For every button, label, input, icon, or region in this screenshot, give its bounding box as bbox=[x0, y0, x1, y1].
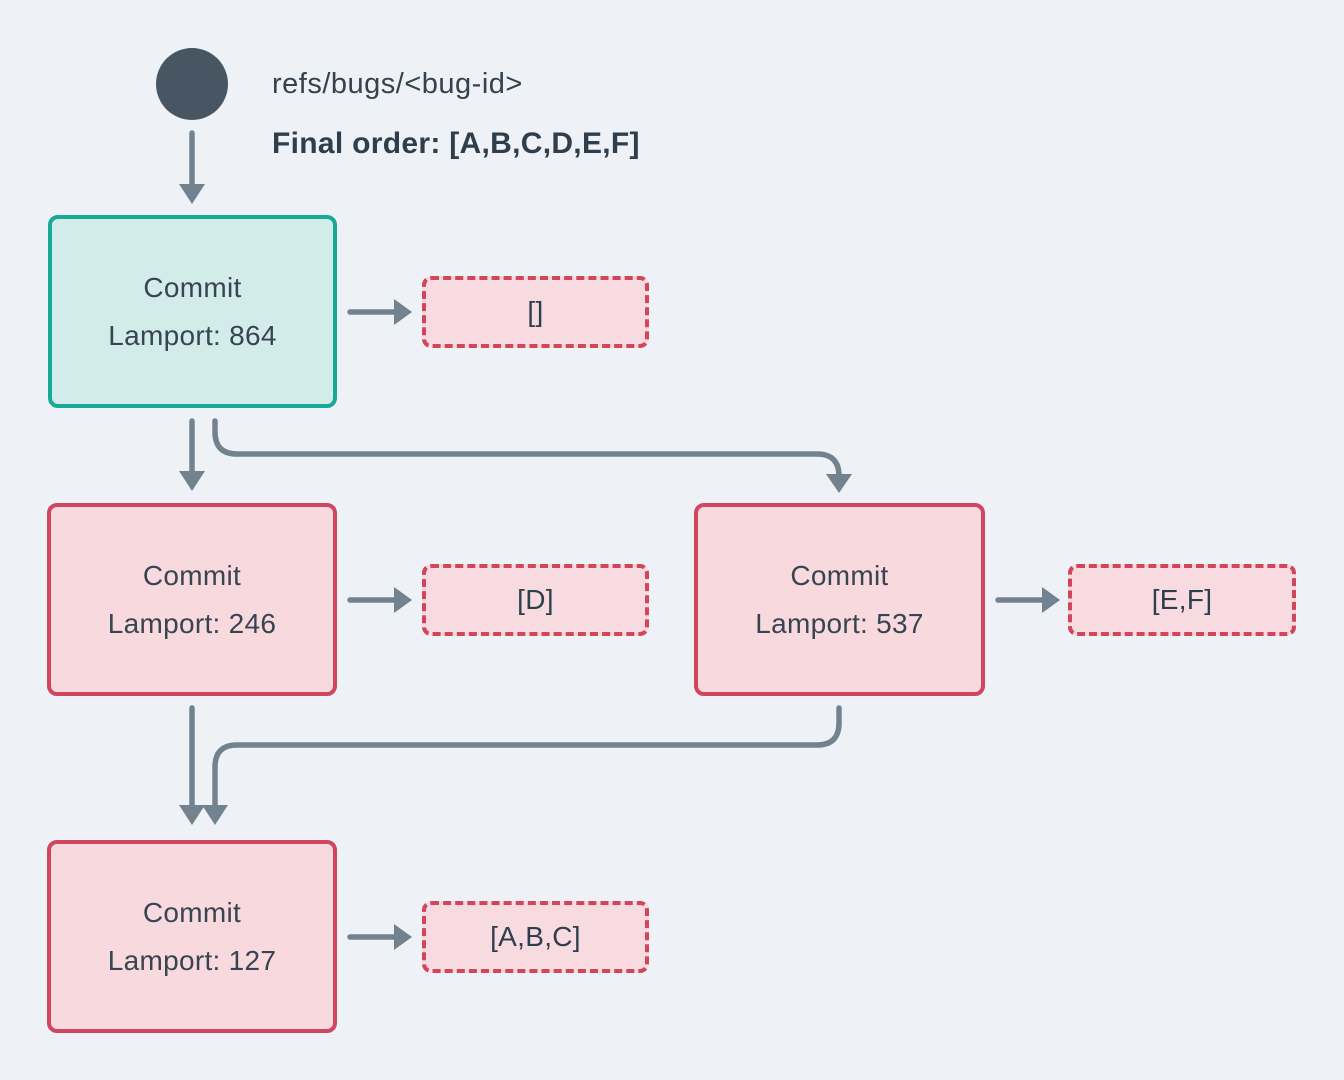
operations-node-d: [D] bbox=[422, 564, 649, 636]
branch-ref-icon bbox=[156, 48, 228, 120]
ref-label: refs/bugs/<bug-id> bbox=[272, 68, 523, 100]
commit-node-246: Commit Lamport: 246 bbox=[47, 503, 337, 696]
commit-node-127: Commit Lamport: 127 bbox=[47, 840, 337, 1033]
edge-merge-to-ops-arrowhead bbox=[394, 924, 412, 950]
edge-left-to-merge-arrowhead bbox=[179, 805, 205, 825]
commit-title: Commit bbox=[790, 559, 889, 591]
operations-node-abc: [A,B,C] bbox=[422, 901, 649, 973]
edge-root-to-left-arrowhead bbox=[179, 471, 205, 491]
edge-right-to-ops-arrowhead bbox=[1042, 587, 1060, 613]
edge-right-to-merge-arrowhead bbox=[202, 805, 228, 825]
commit-title: Commit bbox=[143, 271, 242, 303]
edge-ref-to-root-arrowhead bbox=[179, 184, 205, 204]
edge-root-to-right-arrowhead bbox=[826, 474, 852, 493]
commit-lamport: Lamport: 246 bbox=[107, 607, 277, 639]
operations-node-ef: [E,F] bbox=[1068, 564, 1296, 636]
commit-title: Commit bbox=[142, 896, 242, 928]
final-order-label: Final order: [A,B,C,D,E,F] bbox=[272, 127, 640, 160]
edge-root-to-right bbox=[212, 418, 842, 481]
commit-lamport: Lamport: 537 bbox=[755, 607, 924, 639]
edge-right-to-merge bbox=[212, 705, 842, 808]
commit-node-537: Commit Lamport: 537 bbox=[694, 503, 985, 696]
commit-lamport: Lamport: 864 bbox=[108, 319, 277, 351]
edge-root-to-ops-arrowhead bbox=[394, 299, 412, 325]
edge-left-to-ops-arrowhead bbox=[394, 587, 412, 613]
operations-node-empty: [] bbox=[422, 276, 649, 348]
commit-lamport: Lamport: 127 bbox=[107, 944, 277, 976]
commit-title: Commit bbox=[142, 559, 242, 591]
commit-node-864: Commit Lamport: 864 bbox=[48, 215, 337, 408]
